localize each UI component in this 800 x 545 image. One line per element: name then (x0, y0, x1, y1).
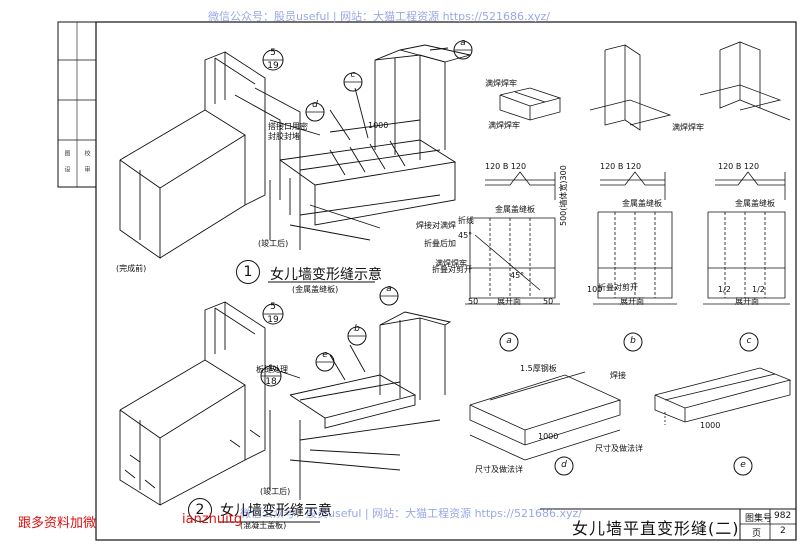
watermark-top: 微信公众号：股员useful | 网站：大猫工程资源 https://52168… (208, 10, 550, 23)
sub-circle-e: e (732, 452, 754, 480)
drawing-title: 女儿墙平直变形缝(二) (572, 519, 740, 538)
label-metal-2: 金属盖缝板 (622, 199, 662, 208)
label-unfold-1: 展开面 (497, 297, 521, 306)
upper-view-caption: 女儿墙变形缝示意 (270, 267, 382, 283)
label-angle-45-b: 45° (510, 271, 525, 280)
label-weld-2: 满焊焊牢 (488, 121, 520, 130)
right-top-sketches (499, 41, 791, 131)
sidebar-label-4: 审 (83, 166, 90, 172)
label-weld-3: 满焊焊牢 (672, 123, 704, 132)
sub-circle-c: c (738, 328, 760, 356)
sidebar-label-3: 校 (83, 150, 90, 156)
lower-view-number: 2 (188, 498, 212, 522)
label-size-1: 尺寸及做法详 (475, 465, 523, 474)
upper-view-number: 1 (236, 260, 260, 284)
unfold-patterns (465, 211, 790, 305)
upper-before-label: (完成前) (116, 264, 147, 273)
upper-dim-1000: 1000 (368, 121, 389, 130)
lower-note-board: 板缝处理 (256, 365, 288, 374)
label-weld-1: 满焊焊牢 (485, 79, 517, 88)
right-profiles (485, 171, 786, 200)
label-weld-5: 焊接 (610, 371, 626, 380)
label-dim-100: 100 (587, 285, 603, 294)
page-value: 2 (780, 526, 786, 536)
label-dim-50-a: 50 (468, 297, 479, 306)
label-angle-45: 45° (458, 231, 473, 240)
label-range: 500(墙体宽)300 (559, 165, 568, 226)
detail-c-upper: c (342, 68, 364, 96)
upper-detail-5-19: 5 19 (262, 46, 284, 74)
label-unfold-2: 展开面 (620, 297, 644, 306)
sidebar-label-1: 图 (63, 150, 70, 156)
upper-after-label: (竣工后) (258, 239, 289, 248)
dims-b: 120 B 120 (600, 162, 642, 171)
label-half-2: 1/2 (752, 285, 765, 294)
bottom-right-sketches (469, 367, 792, 461)
lower-view-caption: 女儿墙变形缝示意 (220, 503, 332, 519)
sidebar-label-2: 设 (63, 166, 70, 172)
label-weld-fold: 焊接对满焊 (416, 221, 456, 230)
label-dim-1000-e: 1000 (700, 421, 721, 430)
detail-d-upper: d (304, 98, 326, 126)
upper-iso-view (119, 44, 471, 259)
sub-circle-b: b (622, 328, 644, 356)
dims-c: 120 B 120 (718, 162, 760, 171)
label-fold-cut: 折叠对剪开 (432, 265, 472, 274)
sub-circle-a: a (498, 328, 520, 356)
dims-a: 120 B 120 (485, 162, 527, 171)
red-note-left: 跟多资料加微 (18, 516, 97, 531)
label-size-2: 尺寸及做法详 (595, 444, 643, 453)
lower-iso-view (119, 301, 452, 506)
upper-note-b: 封胶封堵 (268, 132, 300, 141)
upper-view-sub: (金属盖缝板) (292, 285, 339, 294)
lower-after-label: (竣工后) (260, 487, 291, 496)
red-note-right: ianzhuitg (182, 512, 243, 527)
detail-e-lower: e (314, 348, 336, 376)
label-dim-50-b: 50 (543, 297, 554, 306)
atlas-value: 982 (774, 511, 792, 521)
label-metal-3: 金属盖缝板 (735, 199, 775, 208)
label-fold-after: 折叠后加 (424, 239, 456, 248)
detail-a-upper: a (452, 36, 474, 64)
label-unfold-3: 展开面 (735, 297, 759, 306)
sub-circle-d: d (553, 452, 575, 480)
lower-view-sub: (混凝土盖板) (240, 521, 287, 530)
lower-detail-1-18: 1 18 (260, 362, 282, 390)
lower-detail-5-19: 5 19 (262, 300, 284, 328)
sheet-border (95, 21, 797, 541)
label-plate: 1.5厚钢板 (520, 364, 557, 373)
detail-a-lower: a (378, 282, 400, 310)
detail-b-lower: b (346, 322, 368, 350)
label-metal-1: 金属盖缝板 (495, 205, 535, 214)
label-fold-cut-2: 折叠对剪开 (598, 283, 638, 292)
label-dim-1000-d: 1000 (538, 432, 559, 441)
atlas-label: 图集号 (745, 514, 773, 524)
label-fold: 折线 (458, 216, 474, 225)
label-weld-4: 满焊焊牢 (435, 259, 467, 268)
page-label: 页 (752, 529, 762, 539)
label-half-1: 1/2 (718, 285, 731, 294)
upper-note-a: 搭接口用密 (268, 122, 308, 131)
watermark-bottom: 微信公众号：股员useful | 网站：大猫工程资源 https://52168… (240, 507, 582, 520)
